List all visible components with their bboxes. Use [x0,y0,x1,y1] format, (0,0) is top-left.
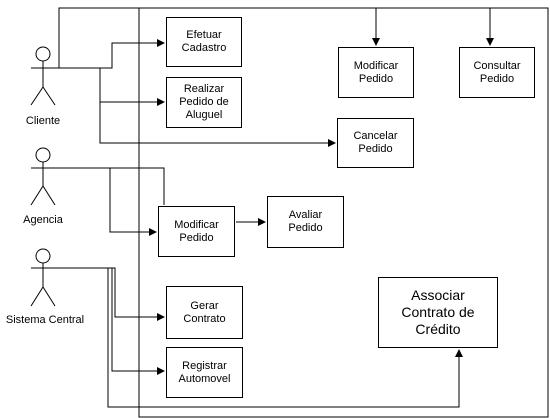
link-agencia-branch [110,167,165,205]
usecase-cancelar-pedido[interactable]: Cancelar Pedido [337,118,414,168]
usecase-modificar-pedido-agencia[interactable]: Modificar Pedido [158,206,235,257]
usecase-avaliar-pedido[interactable]: Avaliar Pedido [267,196,344,248]
actor-cliente-figure [30,46,56,106]
link-cliente-realizar-pedido [55,67,165,106]
link-sistema-associar-contrato [107,268,463,408]
usecase-realizar-pedido[interactable]: Realizar Pedido de Aluguel [166,77,242,128]
link-sistema-gerar-contrato [55,267,165,321]
link-cliente-cancelar-pedido [99,68,336,147]
link-cliente-modificar-pedido [58,7,380,68]
usecase-registrar-automovel[interactable]: Registrar Automovel [166,347,243,398]
actor-cliente-label: Cliente [25,115,61,127]
link-sistema-registrar-automovel [111,268,165,375]
usecase-efetuar-cadastro[interactable]: Efetuar Cadastro [166,17,242,67]
actor-agencia-label: Agencia [23,214,63,226]
link-cliente-efetuar-cadastro [55,39,165,69]
actor-sistema-central-label: Sistema Central [5,314,85,326]
usecase-consultar-pedido[interactable]: Consultar Pedido [459,47,535,98]
actor-agencia-figure [30,147,56,206]
actor-sistema-central-figure [30,248,56,307]
usecase-associar-contrato[interactable]: Associar Contrato de Crédito [378,277,498,348]
usecase-modificar-pedido-cliente[interactable]: Modificar Pedido [338,47,414,98]
link-cliente-consultar-pedido [376,7,494,46]
link-agencia-modificar-pedido [55,167,157,236]
usecase-gerar-contrato[interactable]: Gerar Contrato [166,286,243,339]
